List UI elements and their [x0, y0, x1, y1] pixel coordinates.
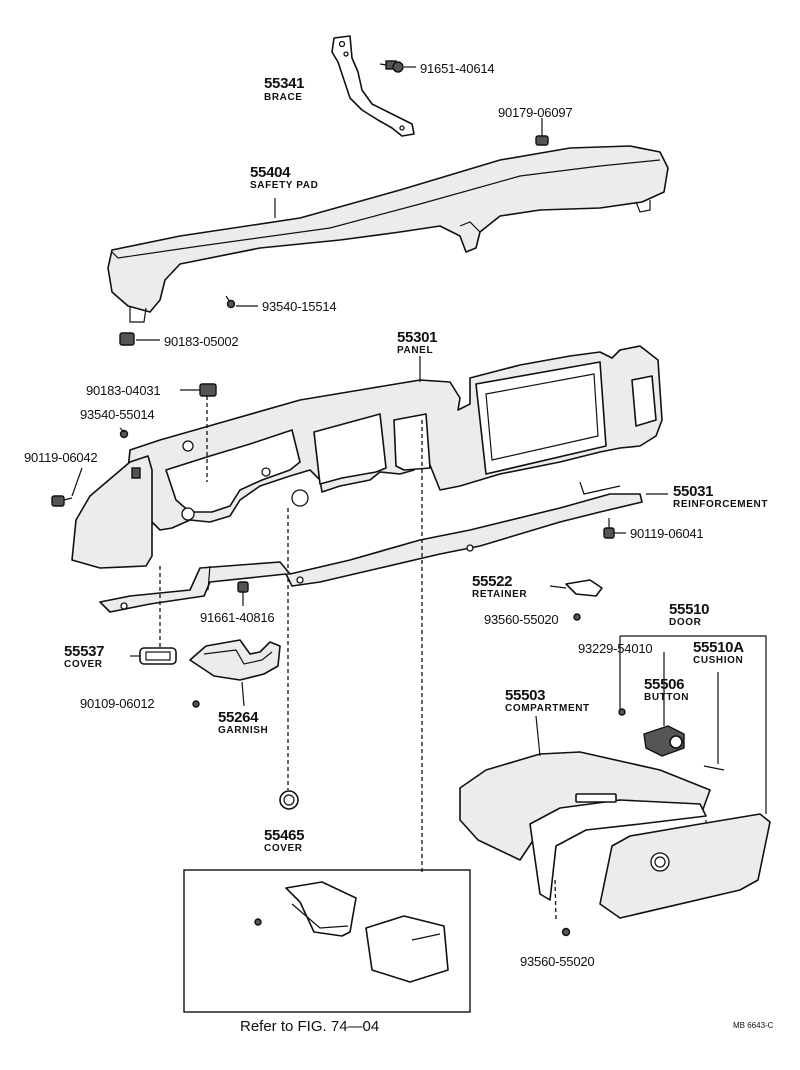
brace-part: [331, 35, 415, 137]
bolt-90119-06042-label: 90119-06042: [24, 450, 98, 465]
screw-93540-55014-part: [119, 429, 129, 439]
screw-93540-15514-label: 93540-15514: [262, 299, 337, 314]
screw-93560-55020-a-part: [573, 613, 581, 621]
garnish-name: GARNISH: [218, 725, 269, 736]
screw-93560-55020-b-part: [561, 927, 571, 937]
bolt-90119-06042-part: [51, 495, 73, 507]
bolt-90119-06041-part: [603, 527, 615, 539]
garnish-number: 55264: [218, 709, 259, 726]
safety-pad-name: SAFETY PAD: [250, 180, 319, 191]
screw-93560-55020-b-label: 93560-55020: [520, 954, 595, 969]
door-name: DOOR: [669, 617, 702, 628]
reference-box: [183, 869, 471, 1013]
safety-pad-part: [107, 145, 669, 323]
panel-number: 55301: [397, 329, 438, 346]
nut-91661-40816-part: [237, 581, 249, 593]
nut-90179-label: 90179-06097: [498, 105, 573, 120]
bolt-91651-label: 91651-40614: [420, 61, 495, 76]
ashtray-housing-part: [254, 881, 357, 937]
compartment-name: COMPARTMENT: [505, 703, 590, 714]
screw-93560-55020-a-label: 93560-55020: [484, 612, 559, 627]
door-number: 55510: [669, 601, 710, 618]
button-part: [643, 725, 685, 757]
side-end-panel-part: [71, 455, 153, 569]
clip-90183-05002-label: 90183-05002: [164, 334, 239, 349]
reinforcement-part: [99, 481, 643, 613]
screw-93540-15514-part: [225, 295, 236, 309]
bolt-91651-part: [379, 60, 404, 73]
button-number: 55506: [644, 676, 685, 693]
brace-number: 55341: [264, 75, 305, 92]
button-name: BUTTON: [644, 692, 690, 703]
cover-55537-name: COVER: [64, 659, 103, 670]
cover-55465-number: 55465: [264, 827, 305, 844]
cover-55537-number: 55537: [64, 643, 105, 660]
panel-name: PANEL: [397, 345, 434, 356]
reference-note: Refer to FIG. 74—04: [240, 1018, 380, 1035]
nut-90179-part: [535, 135, 549, 146]
cushion-name: CUSHION: [693, 655, 744, 666]
reinforcement-name: REINFORCEMENT: [673, 499, 769, 510]
cover-55537-part: [139, 647, 177, 665]
screw-93229-54010-part: [618, 708, 626, 716]
retainer-name: RETAINER: [472, 589, 528, 600]
bolt-90119-06041-label: 90119-06041: [630, 526, 704, 541]
retainer-part: [565, 579, 603, 597]
door-part: [599, 813, 771, 919]
compartment-number: 55503: [505, 687, 546, 704]
screw-93540-55014-label: 93540-55014: [80, 407, 155, 422]
safety-pad-number: 55404: [250, 164, 291, 181]
cover-55465-name: COVER: [264, 843, 303, 854]
clip-90183-04031-label: 90183-04031: [86, 383, 161, 398]
brace-name: BRACE: [264, 92, 303, 103]
figure-code: MB 6643-C: [733, 1021, 774, 1030]
clip-90183-04031-part: [199, 383, 217, 397]
ashtray-part: [365, 915, 449, 983]
nut-91661-40816-label: 91661-40816: [200, 610, 275, 625]
cushion-number: 55510A: [693, 639, 744, 656]
screw-90109-06012-label: 90109-06012: [80, 696, 155, 711]
retainer-number: 55522: [472, 573, 513, 590]
clip-90183-05002-part: [119, 332, 135, 346]
screw-90109-06012-part: [192, 700, 200, 708]
garnish-part: [189, 639, 281, 681]
cushion-part: [703, 765, 725, 771]
screw-93229-54010-label: 93229-54010: [578, 641, 653, 656]
instrument-panel-part: [127, 345, 663, 531]
reinforcement-number: 55031: [673, 483, 714, 500]
compartment-part: [459, 751, 711, 901]
cover-55465-part: [279, 790, 299, 810]
